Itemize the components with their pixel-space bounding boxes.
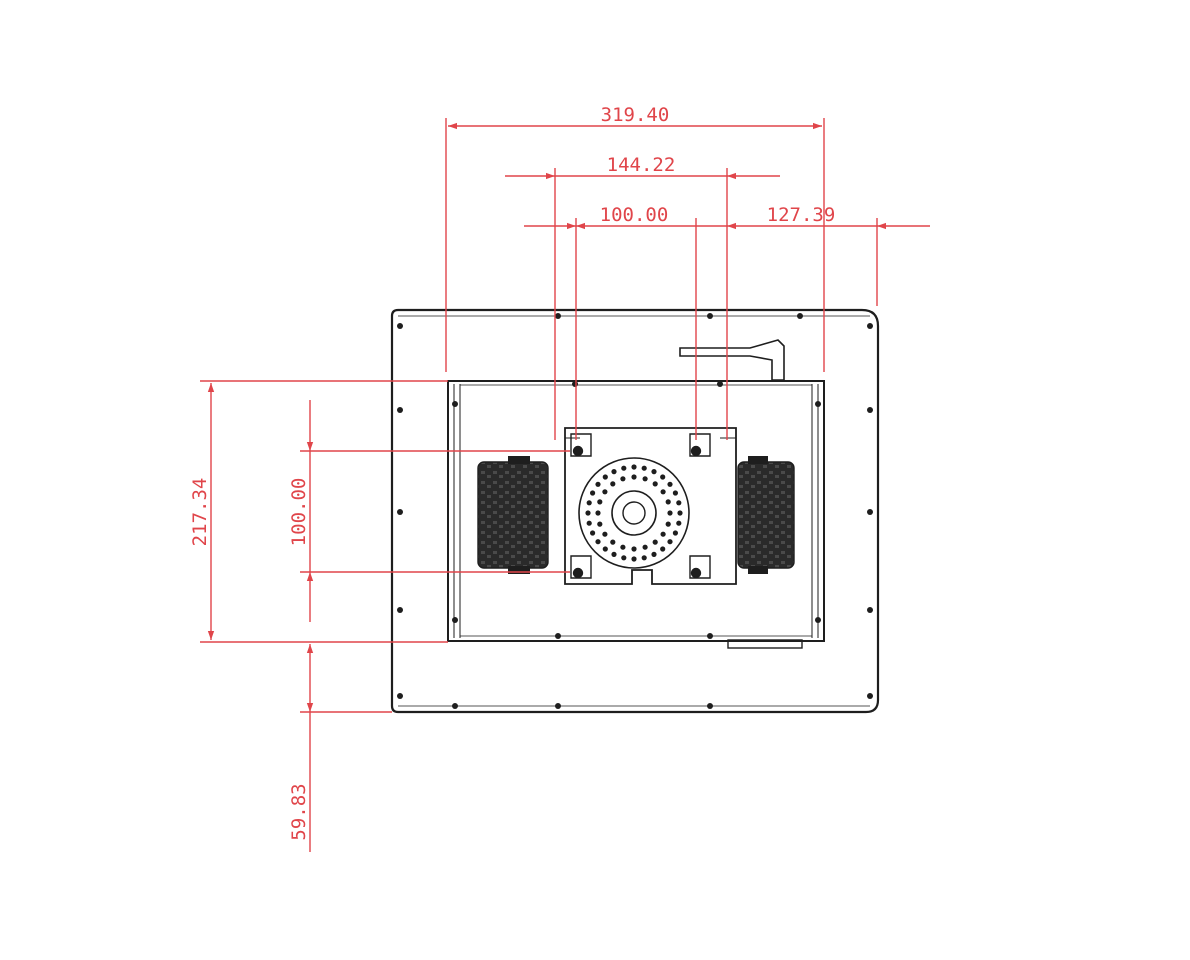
vent-hole: [602, 531, 608, 537]
screw-hole: [397, 607, 403, 613]
outer-housing: [390, 308, 880, 714]
screw-hole: [717, 381, 723, 387]
monitor-back-view: [390, 308, 880, 714]
vent-hole: [642, 476, 648, 482]
vent-hole: [610, 481, 616, 487]
vent-hole: [602, 474, 608, 480]
screw-hole: [867, 407, 873, 413]
screw-hole: [555, 313, 561, 319]
screw-hole: [707, 633, 713, 639]
dim-overall-height: 217.34: [189, 478, 211, 547]
screw-hole: [867, 509, 873, 515]
vent-perforation: [585, 464, 683, 562]
vent-hole: [586, 500, 592, 506]
vent-hole: [602, 489, 608, 495]
screw-hole: [867, 693, 873, 699]
vent-hole: [595, 510, 601, 516]
vent-hole: [597, 499, 603, 505]
vent-hole: [660, 546, 666, 552]
vent-hole: [642, 544, 648, 550]
vent-hole: [590, 490, 596, 496]
vent-hole: [660, 474, 666, 480]
vent-hole: [611, 551, 617, 558]
dim-side-offset: 127.39: [767, 204, 836, 226]
screw-hole: [452, 703, 458, 709]
screw-hole: [555, 633, 561, 639]
vent-hole: [676, 500, 682, 506]
vent-hole: [631, 556, 637, 562]
vent-hole: [672, 490, 679, 496]
dim-vesa-vertical: 100.00: [288, 478, 310, 547]
dim-bottom-offset: 59.83: [288, 783, 310, 840]
screw-hole: [797, 313, 803, 319]
vent-hole: [602, 546, 608, 552]
port-block: [727, 639, 803, 649]
screw-hole: [867, 607, 873, 613]
screw-hole: [397, 407, 403, 413]
vent-hole: [672, 530, 679, 536]
vent-hole: [667, 510, 673, 516]
cable-connector: [679, 339, 785, 381]
dimension-lines: [200, 118, 930, 852]
vent-hole: [620, 544, 626, 550]
vent-hole: [597, 521, 603, 527]
mount-ring-inner: [611, 490, 657, 536]
rear-chassis: [447, 380, 825, 642]
vent-hole: [660, 531, 666, 537]
vent-hole: [595, 539, 601, 545]
vent-hole: [620, 476, 626, 482]
vent-hole: [621, 555, 627, 561]
housing-screws: [397, 313, 873, 709]
vent-hole: [667, 539, 673, 545]
vent-hole: [595, 481, 601, 487]
vent-hole: [641, 555, 647, 561]
screw-hole: [397, 323, 403, 329]
screw-hole: [815, 617, 821, 623]
dim-overall-width: 319.40: [601, 104, 670, 126]
vent-hole: [652, 481, 658, 487]
vent-hole: [631, 474, 637, 480]
vent-hole: [676, 520, 682, 526]
vent-hole: [585, 510, 591, 516]
vent-hole: [631, 464, 637, 470]
screw-hole: [867, 323, 873, 329]
screw-hole: [397, 509, 403, 515]
screw-hole: [452, 617, 458, 623]
heatsink-left: [477, 456, 549, 574]
vent-hole: [660, 489, 666, 495]
vent-hole: [610, 539, 616, 545]
screw-hole: [707, 703, 713, 709]
dim-mount-span-outer: 144.22: [607, 154, 676, 176]
vent-hole: [611, 469, 617, 475]
vent-hole: [665, 521, 671, 527]
vent-hole: [651, 551, 657, 558]
vent-hole: [586, 520, 592, 526]
vent-hole: [665, 499, 671, 505]
screw-hole: [397, 693, 403, 699]
vesa-screws: [570, 433, 711, 579]
screw-hole: [815, 401, 821, 407]
dim-vesa-horizontal: 100.00: [600, 204, 669, 226]
vent-hole: [590, 530, 596, 536]
screw-hole: [452, 401, 458, 407]
vent-hole: [667, 481, 673, 487]
vent-hole: [621, 465, 627, 471]
screw-hole: [707, 313, 713, 319]
heatsink-right: [737, 456, 795, 574]
mount-ring-outer: [578, 457, 690, 569]
vent-hole: [651, 469, 657, 475]
vent-hole: [641, 465, 647, 471]
vent-hole: [677, 510, 683, 516]
vent-hole: [631, 546, 637, 552]
screw-hole: [555, 703, 561, 709]
vent-hole: [652, 539, 658, 545]
screw-hole: [572, 381, 578, 387]
vesa-plate: [564, 427, 737, 585]
